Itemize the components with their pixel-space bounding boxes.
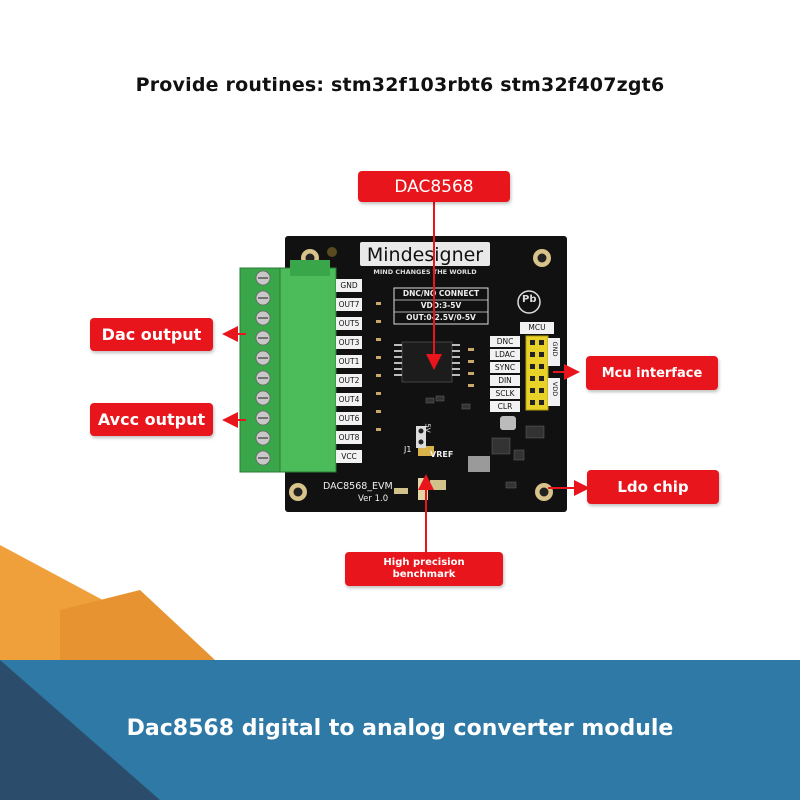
avcc-output-label: Avcc output xyxy=(90,403,213,436)
pin-label-out3: OUT3 xyxy=(338,338,360,347)
pin-label-out7: OUT7 xyxy=(338,300,360,309)
pb-mark: Pb xyxy=(522,294,537,305)
info-line-1: VDD:3-5V xyxy=(420,301,462,310)
mcu-header-label: MCU xyxy=(528,323,546,332)
ldo-chip-label: Ldo chip xyxy=(587,470,719,504)
pin-label-gnd: GND xyxy=(340,281,358,290)
board-model-label: DAC8568_EVM xyxy=(323,481,393,492)
brand-logo: Mindesigner xyxy=(366,244,484,266)
dac8568-label: DAC8568 xyxy=(358,171,510,202)
pin-label-ldac: LDAC xyxy=(494,350,516,359)
pin-label-clr: CLR xyxy=(497,402,513,411)
dac-output-label: Dac output xyxy=(90,318,213,351)
vref-label: VREF xyxy=(430,450,454,459)
pin-label-dnc: DNC xyxy=(496,337,514,346)
pin-label-out8: OUT8 xyxy=(338,433,360,442)
footer-title: Dac8568 digital to analog converter modu… xyxy=(126,716,674,741)
pin-label-din: DIN xyxy=(498,376,512,385)
pin-label-sync: SYNC xyxy=(494,363,516,372)
pin-label-sclk: SCLK xyxy=(495,389,515,398)
info-line-0: DNC/NO CONNECT xyxy=(402,289,480,298)
routines-text: Provide routines: stm32f103rbt6 stm32f40… xyxy=(135,74,665,96)
brand-slogan: MIND CHANGES THE WORLD xyxy=(373,268,477,276)
info-line-2: OUT:0-2.5V/0-5V xyxy=(406,313,476,322)
pin-label-out1: OUT1 xyxy=(338,357,360,366)
pin-label-out2: OUT2 xyxy=(338,376,360,385)
pin-label-out6: OUT6 xyxy=(338,414,360,423)
board-version-label: Ver 1.0 xyxy=(358,494,389,504)
pin-label-out4: OUT4 xyxy=(338,395,360,404)
mcu-interface-label: Mcu interface xyxy=(586,356,718,390)
j1-label: J1 xyxy=(404,445,412,454)
high-precision-label: High precision benchmark xyxy=(345,552,503,586)
pcb-board xyxy=(239,236,567,512)
pin-label-vcc: VCC xyxy=(341,452,357,461)
pin-label-out5: OUT5 xyxy=(338,319,360,328)
